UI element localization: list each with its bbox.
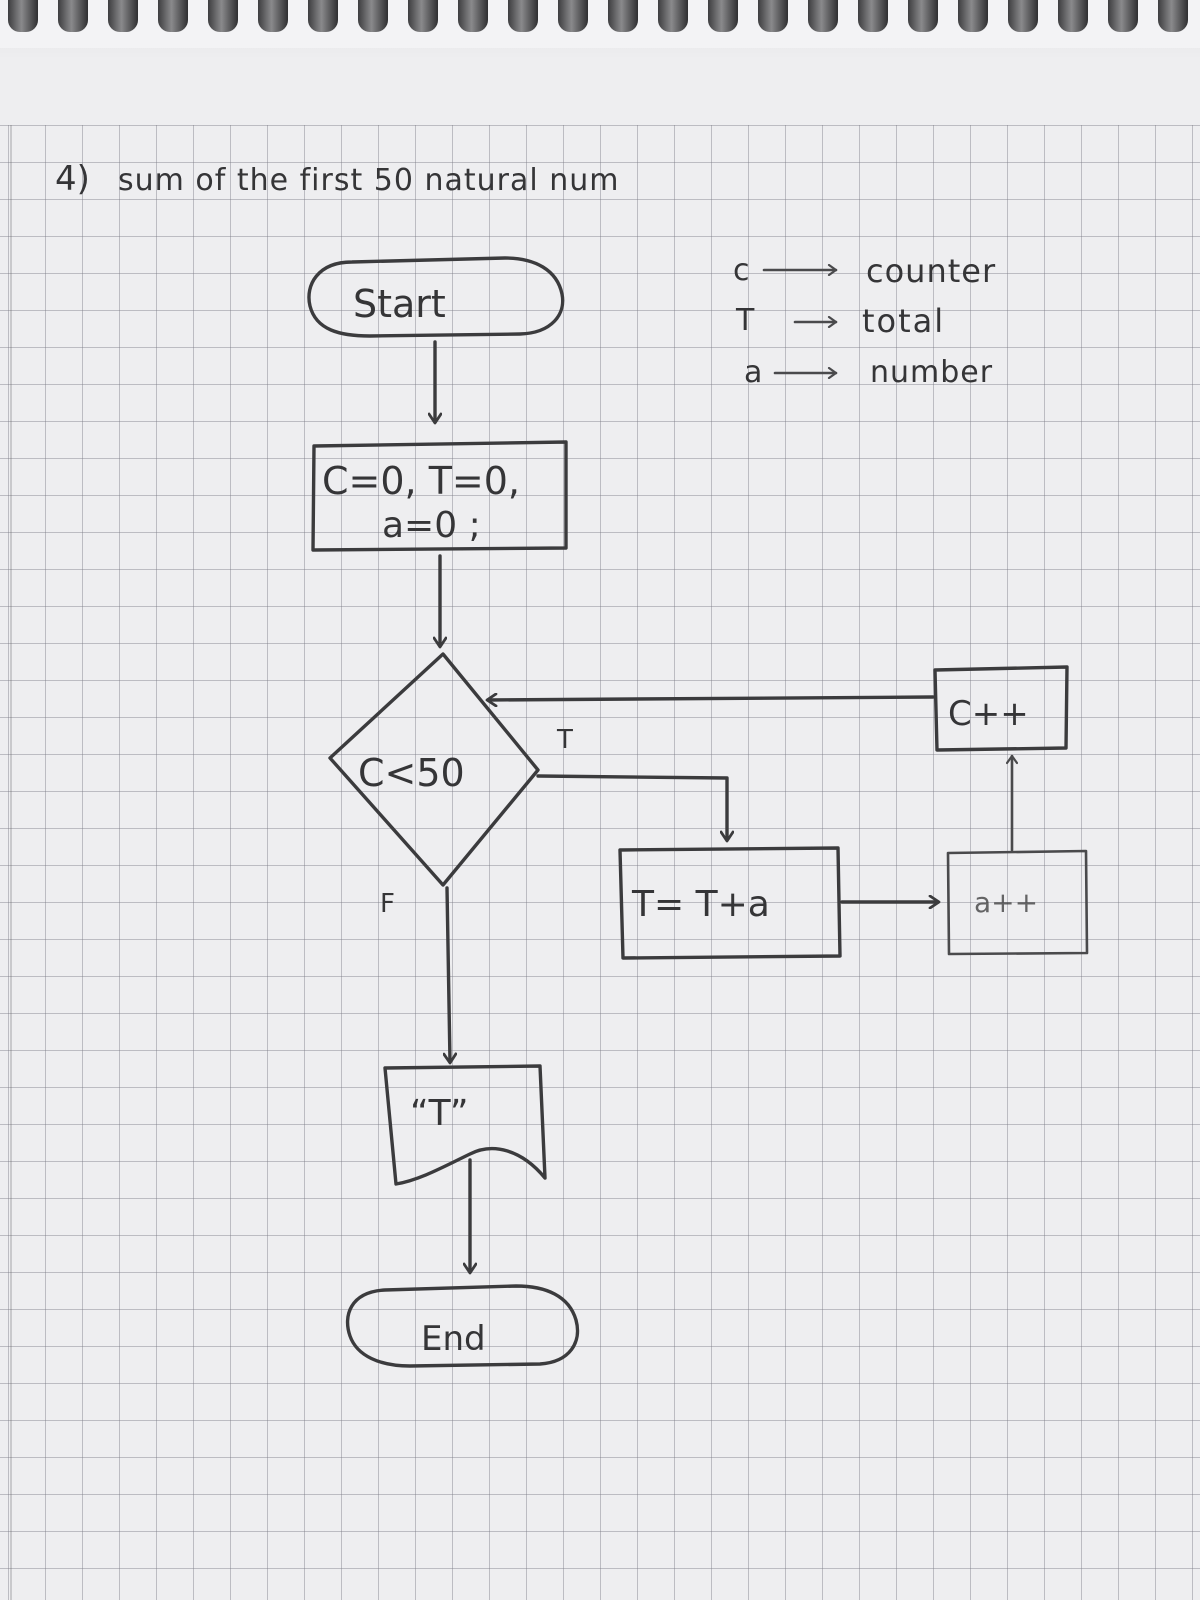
- sum-label: T= T+a: [631, 884, 770, 925]
- legend-symbol-a: a: [744, 355, 762, 390]
- output-shape: [383, 1064, 547, 1186]
- init-process-box: C=0, T=0, a=0 ;: [311, 440, 568, 552]
- spiral-ring: [1108, 0, 1138, 32]
- decision-diamond: C<50: [328, 652, 540, 887]
- increment-a-box: a++: [946, 849, 1089, 956]
- spiral-ring: [258, 0, 288, 32]
- increment-c-shape: [933, 665, 1069, 752]
- spiral-ring: [1158, 0, 1188, 32]
- start-shape: [307, 256, 565, 338]
- sum-process-box: T= T+a: [618, 846, 842, 960]
- start-terminator: Start: [307, 256, 565, 338]
- spiral-ring: [658, 0, 688, 32]
- spiral-ring: [958, 0, 988, 32]
- variable-legend: c counter T total a number: [733, 252, 996, 390]
- spiral-ring: [458, 0, 488, 32]
- spiral-ring: [1058, 0, 1088, 32]
- init-line-2: a=0 ;: [382, 505, 481, 546]
- end-label: End: [421, 1319, 486, 1359]
- question-number: 4): [55, 159, 90, 199]
- spiral-ring: [858, 0, 888, 32]
- spiral-ring: [158, 0, 188, 32]
- spiral-ring: [758, 0, 788, 32]
- init-line-1: C=0, T=0,: [322, 459, 520, 503]
- spiral-ring: [108, 0, 138, 32]
- legend-meaning-counter: counter: [866, 252, 996, 290]
- arrow-loop-back-to-decision: [488, 697, 935, 700]
- legend-meaning-total: total: [862, 302, 945, 340]
- decision-condition: C<50: [358, 751, 465, 795]
- init-box-shape: [311, 440, 568, 552]
- spiral-ring: [408, 0, 438, 32]
- increment-c-label: C++: [948, 694, 1029, 734]
- heading-text: sum of the first 50 natural num: [118, 163, 620, 198]
- increment-c-box: C++: [933, 665, 1069, 752]
- spiral-ring: [208, 0, 238, 32]
- spiral-ring: [8, 0, 38, 32]
- legend-symbol-c: c: [733, 253, 750, 288]
- increment-a-shape: [946, 849, 1089, 956]
- spiral-ring: [808, 0, 838, 32]
- spiral-ring: [558, 0, 588, 32]
- spiral-ring: [908, 0, 938, 32]
- end-shape: [345, 1284, 580, 1368]
- output-label: “T”: [410, 1093, 469, 1134]
- output-document: “T”: [383, 1064, 547, 1186]
- sum-box-shape: [618, 846, 842, 960]
- end-terminator: End: [345, 1284, 580, 1368]
- start-label: Start: [353, 282, 446, 326]
- spiral-ring: [308, 0, 338, 32]
- legend-meaning-number: number: [870, 355, 993, 390]
- graph-paper-grid: [0, 125, 1200, 1600]
- page-margin-line: [10, 125, 12, 1600]
- spiral-binding: [0, 0, 1200, 48]
- spiral-ring: [508, 0, 538, 32]
- true-branch-label: T: [556, 725, 573, 755]
- false-branch-label: F: [380, 889, 395, 919]
- legend-symbol-t: T: [735, 303, 755, 338]
- spiral-ring: [58, 0, 88, 32]
- spiral-ring: [608, 0, 638, 32]
- arrow-decision-false: [447, 886, 450, 1062]
- arrow-decision-true: [536, 774, 727, 840]
- spiral-ring: [708, 0, 738, 32]
- spiral-ring: [358, 0, 388, 32]
- increment-a-label: a++: [974, 886, 1038, 919]
- decision-shape: [328, 652, 540, 887]
- spiral-ring: [1008, 0, 1038, 32]
- page-heading: 4) sum of the first 50 natural num: [55, 159, 620, 199]
